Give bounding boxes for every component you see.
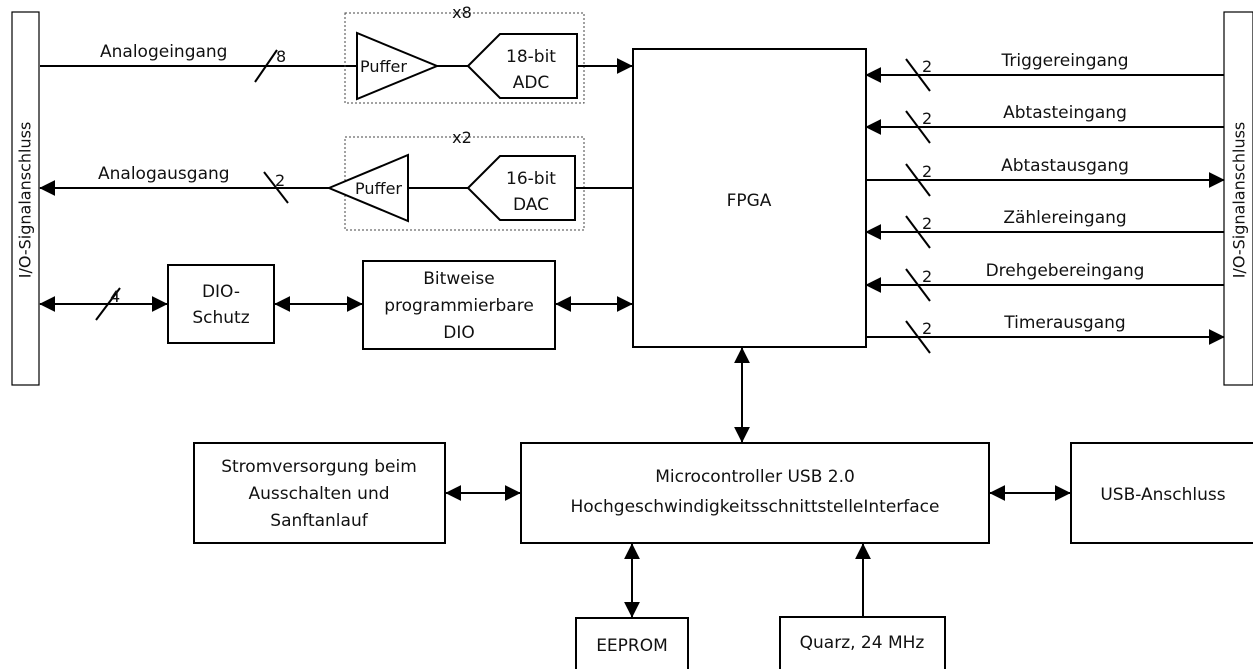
right-signal-width-slash-1 [905, 58, 931, 92]
left-connector-label: I/O-Signalanschluss [16, 122, 35, 279]
right-signal-label-6: Timerausgang [1003, 313, 1125, 333]
right-signal-width-slash-5 [905, 268, 931, 302]
adc-buffer-triangle [356, 31, 440, 101]
dac-line2: DAC [513, 195, 549, 215]
power-line1: Stromversorgung beim [221, 457, 417, 477]
right-signal-label-5: Drehgebereingang [986, 261, 1145, 281]
right-signal-width-slash-3 [905, 163, 931, 197]
right-signal-width-1: 2 [922, 57, 932, 76]
left-connector [11, 11, 40, 386]
dio-width: 4 [110, 287, 120, 306]
micro-line1: Microcontroller USB 2.0 [655, 467, 855, 487]
dio-prog-line1: Bitweise [423, 269, 494, 289]
dio-protect-line2: Schutz [192, 308, 249, 328]
right-signal-width-6: 2 [922, 319, 932, 338]
analog-out-label: Analogausgang [98, 164, 230, 184]
right-signal-label-3: Abtastausgang [1001, 156, 1129, 176]
eeprom-label: EEPROM [596, 636, 668, 656]
dio-prog-box [362, 260, 556, 350]
right-signal-width-5: 2 [922, 267, 932, 286]
crystal-box [779, 616, 946, 669]
adc-group-frame [344, 12, 585, 104]
dio-prog-line2: programmierbare [384, 296, 534, 316]
fpga-label: FPGA [727, 191, 772, 211]
analog-in-width: 8 [276, 47, 286, 66]
power-line2: Ausschalten und [248, 484, 389, 504]
analog-out-width-slash [263, 171, 289, 204]
right-signal-width-slash-4 [905, 215, 931, 249]
analog-in-width-slash [254, 49, 278, 83]
microcontroller-box [520, 442, 990, 544]
dac-group-multiplier: x2 [452, 128, 472, 147]
right-signal-width-3: 2 [922, 162, 932, 181]
adc-line2: ADC [513, 73, 550, 93]
micro-line2: HochgeschwindigkeitsschnittstelleInterfa… [571, 497, 940, 517]
adc-group-multiplier: x8 [452, 3, 472, 22]
usb-label: USB-Anschluss [1100, 485, 1225, 505]
dio-protect-box [167, 264, 275, 344]
right-signal-width-4: 2 [922, 214, 932, 233]
power-line3: Sanftanlauf [270, 511, 368, 531]
eeprom-box [575, 617, 689, 669]
right-connector [1223, 11, 1253, 386]
fpga-box [632, 48, 867, 348]
dio-prog-line3: DIO [443, 323, 475, 343]
analog-out-width: 2 [275, 171, 285, 190]
right-signal-label-4: Zählereingang [1003, 208, 1126, 228]
power-box [193, 442, 446, 544]
usb-box [1070, 442, 1253, 544]
dac-buffer-label: Puffer [355, 179, 402, 198]
dio-protect-line1: DIO- [202, 282, 240, 302]
right-signal-width-2: 2 [922, 109, 932, 128]
crystal-label: Quarz, 24 MHz [800, 633, 925, 653]
right-signal-width-slash-6 [905, 320, 931, 354]
right-signal-label-1: Triggereingang [1001, 51, 1129, 71]
adc-buffer-label: Puffer [360, 57, 407, 76]
right-signal-width-slash-2 [905, 110, 931, 144]
dio-width-slash [95, 287, 121, 321]
analog-in-label: Analogeingang [100, 42, 227, 62]
right-connector-label: I/O-Signalanschluss [1230, 122, 1249, 279]
right-signal-label-2: Abtasteingang [1003, 103, 1127, 123]
adc-line1: 18-bit [506, 47, 556, 67]
dac-line1: 16-bit [506, 169, 556, 189]
